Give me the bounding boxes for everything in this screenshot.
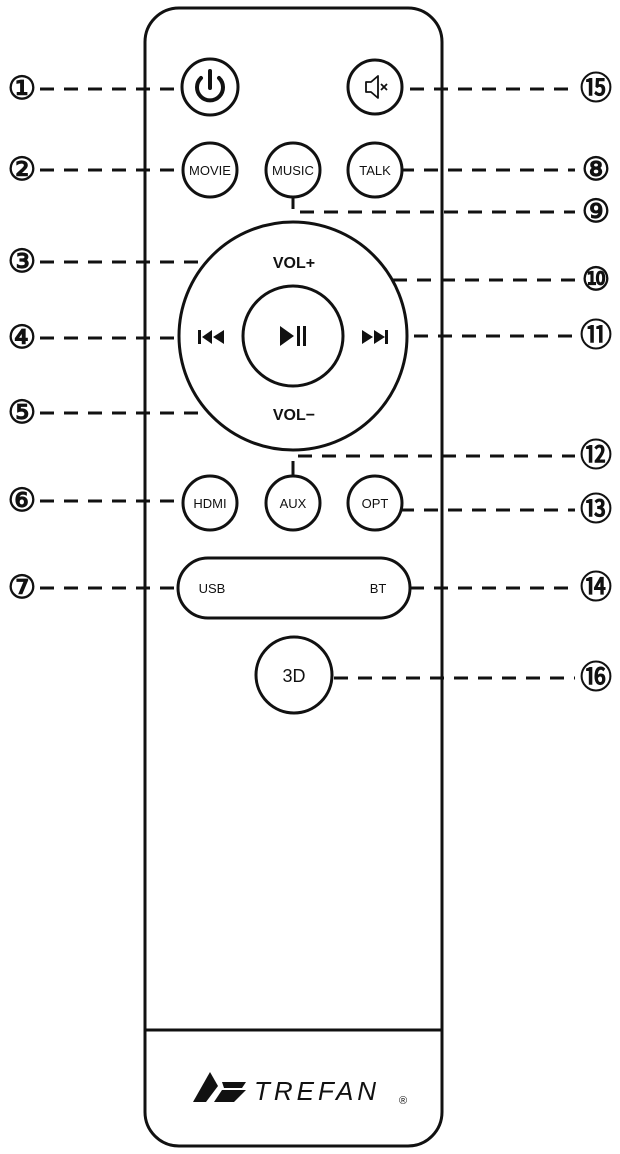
brand-logo: TREFAN ® — [193, 1072, 407, 1107]
power-button[interactable] — [180, 57, 240, 117]
power-icon — [195, 69, 225, 103]
hdmi-label: HDMI — [193, 496, 226, 511]
mute-icon — [365, 75, 388, 99]
callout-8: ⑧ — [582, 151, 611, 187]
callout-2: ② — [8, 151, 37, 187]
movie-button[interactable]: MOVIE — [181, 141, 239, 199]
callout-15: ⑮ — [580, 70, 612, 106]
previous-track-button[interactable] — [195, 322, 235, 352]
music-label: MUSIC — [272, 163, 314, 178]
volume-down-button[interactable]: VOL− — [273, 407, 315, 424]
callout-9: ⑨ — [582, 193, 611, 229]
callout-16: ⑯ — [580, 659, 612, 695]
three-d-button[interactable]: 3D — [254, 635, 334, 715]
callout-12: ⑫ — [580, 437, 612, 473]
usb-label: USB — [199, 581, 226, 596]
usb-bt-rocker — [176, 556, 412, 620]
callout-7: ⑦ — [8, 569, 37, 605]
callout-14: ⑭ — [580, 569, 612, 605]
callouts-left: ① ② ③ ④ ⑤ ⑥ ⑦ — [8, 70, 37, 605]
callout-6: ⑥ — [8, 482, 37, 518]
brand-name: TREFAN — [254, 1076, 380, 1106]
volume-up-label: VOL+ — [273, 255, 315, 272]
callout-5: ⑤ — [8, 394, 37, 430]
opt-button[interactable]: OPT — [346, 474, 404, 532]
talk-button[interactable]: TALK — [346, 141, 404, 199]
callout-13: ⑬ — [580, 491, 612, 527]
aux-label: AUX — [280, 496, 307, 511]
volume-up-button[interactable]: VOL+ — [273, 255, 315, 272]
callout-10: ⑩ — [582, 261, 611, 297]
usb-button[interactable]: USB — [199, 581, 226, 596]
callout-4: ④ — [8, 319, 37, 355]
callout-3: ③ — [8, 243, 37, 279]
aux-button[interactable]: AUX — [264, 474, 322, 532]
three-d-label: 3D — [282, 666, 305, 686]
callout-11: ⑪ — [580, 317, 612, 353]
bt-button[interactable]: BT — [370, 581, 387, 596]
previous-track-icon — [198, 330, 224, 344]
play-pause-button[interactable] — [241, 284, 345, 388]
hdmi-button[interactable]: HDMI — [181, 474, 239, 532]
callout-1: ① — [8, 70, 37, 106]
bt-label: BT — [370, 581, 387, 596]
leader-lines — [40, 87, 575, 680]
play-pause-icon — [280, 326, 306, 346]
mute-button[interactable] — [346, 58, 404, 116]
brand-mark-icon — [193, 1072, 246, 1102]
registered-mark: ® — [399, 1095, 407, 1107]
next-track-icon — [362, 330, 388, 344]
music-button[interactable]: MUSIC — [264, 141, 322, 199]
callouts-right: ⑮ ⑧ ⑨ ⑩ ⑪ ⑫ ⑬ ⑭ ⑯ — [580, 70, 612, 695]
movie-label: MOVIE — [189, 163, 231, 178]
opt-label: OPT — [362, 496, 389, 511]
volume-down-label: VOL− — [273, 407, 315, 424]
talk-label: TALK — [359, 163, 391, 178]
next-track-button[interactable] — [352, 322, 392, 352]
